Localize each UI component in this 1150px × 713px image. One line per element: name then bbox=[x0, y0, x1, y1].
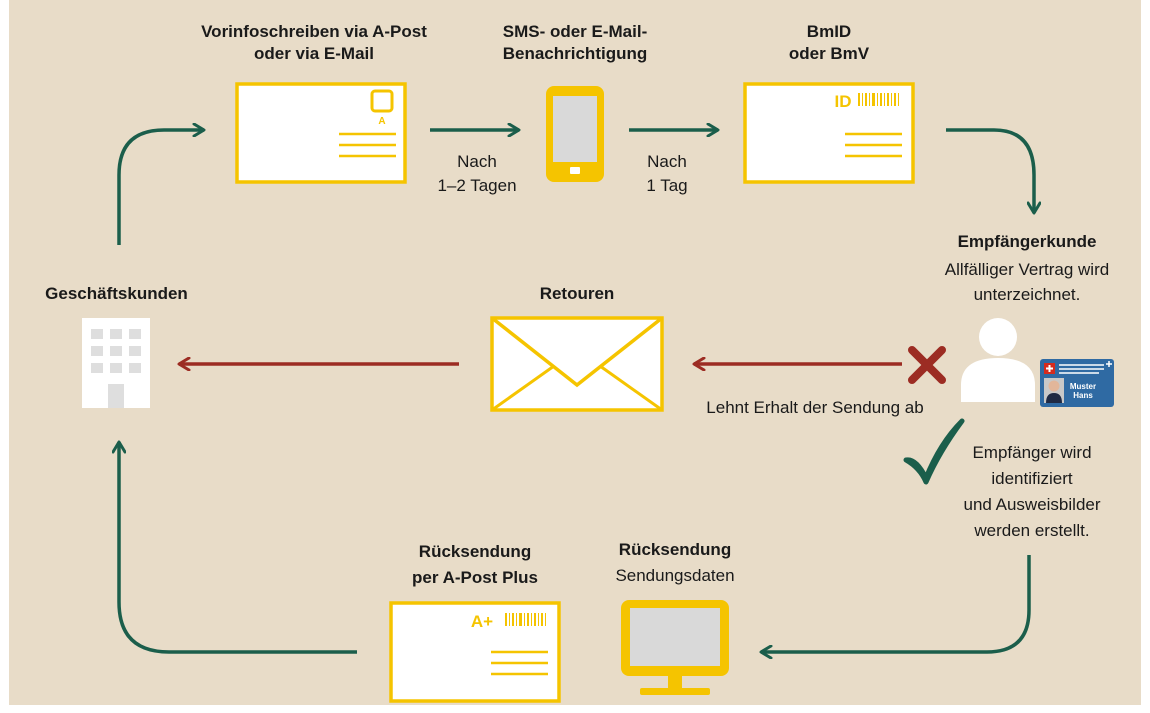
arrow-business-to-advance bbox=[117, 130, 204, 245]
letter-with-id-barcode-icon: ID bbox=[743, 82, 915, 184]
id-badge: ID bbox=[835, 92, 852, 111]
computer-monitor-icon bbox=[621, 600, 729, 695]
cross-icon bbox=[908, 346, 946, 384]
transition-after-notification: Nach 1 Tag bbox=[646, 152, 688, 195]
return-mail-title: Rücksendung per A-Post Plus bbox=[412, 542, 538, 587]
diagram-graphics: A ID bbox=[82, 82, 1114, 703]
envelope-icon bbox=[490, 316, 664, 412]
business-title: Geschäftskunden bbox=[45, 284, 188, 303]
swiss-id-card-icon: Muster Hans bbox=[1040, 359, 1114, 407]
recipient-title: Empfängerkunde bbox=[957, 232, 1097, 251]
return-data-title: Rücksendung bbox=[618, 540, 732, 559]
recipient-note: Allfälliger Vertrag wird unterzeichnet. bbox=[944, 260, 1110, 304]
stamp-letter: A bbox=[378, 116, 385, 127]
person-icon bbox=[961, 318, 1035, 402]
arrow-return-mail-to-business bbox=[119, 442, 357, 654]
letter-with-stamp-icon: A bbox=[235, 82, 407, 184]
letter-a-plus-icon: A+ bbox=[389, 601, 561, 703]
id-card-line1: Muster bbox=[1070, 382, 1096, 391]
id-card-line2: Hans bbox=[1073, 391, 1093, 400]
a-plus-badge: A+ bbox=[471, 612, 493, 631]
smartphone-icon bbox=[546, 86, 604, 182]
advance-notice-title: Vorinfoschreiben via A-Post oder via E-M… bbox=[201, 22, 427, 63]
arrow-identified-to-data bbox=[761, 555, 1031, 652]
notification-title: SMS- oder E-Mail- Benachrichtigung bbox=[502, 22, 648, 63]
checkmark-icon bbox=[903, 418, 965, 485]
transition-after-advance: Nach 1–2 Tagen bbox=[437, 152, 517, 195]
process-diagram: A ID bbox=[9, 0, 1141, 705]
return-data-subtitle: Sendungsdaten bbox=[615, 566, 735, 585]
returns-title: Retouren bbox=[539, 284, 615, 303]
bmid-title: BmID oder BmV bbox=[788, 22, 870, 63]
transition-rejected: Lehnt Erhalt der Sendung ab bbox=[706, 398, 924, 417]
arrow-bmid-to-recipient bbox=[946, 128, 1034, 213]
transition-identified: Empfänger wird identifiziert und Ausweis… bbox=[963, 443, 1101, 540]
office-building-icon bbox=[82, 318, 150, 408]
